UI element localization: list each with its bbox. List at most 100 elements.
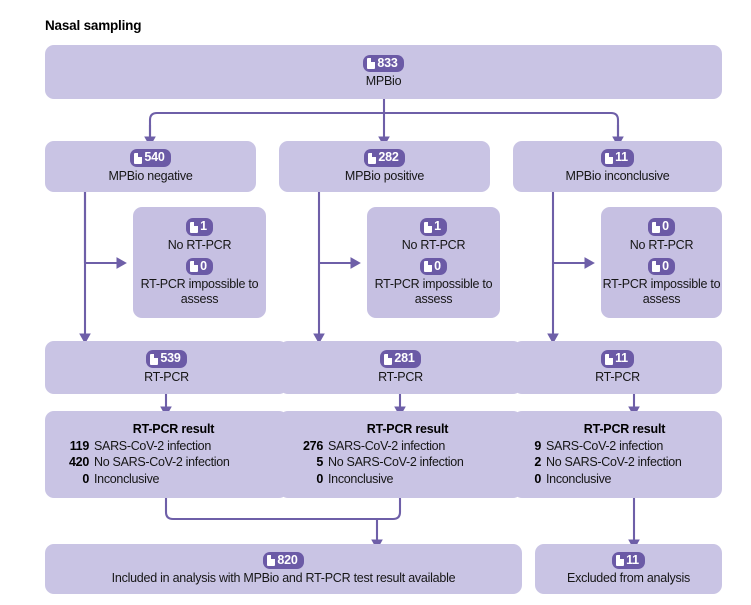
node-rtpcr-mid: 281 RT-PCR (279, 341, 522, 394)
result-count: 5 (316, 455, 323, 470)
count-value: 0 (200, 258, 207, 273)
result-label: No SARS-CoV-2 infection (546, 455, 682, 470)
count-badge: 11 (601, 149, 634, 167)
count-value: 539 (160, 351, 181, 366)
node-label: MPBio positive (344, 168, 425, 183)
count-value: 281 (394, 351, 415, 366)
result-rows: 119 SARS-CoV-2 infection 420 No SARS-CoV… (59, 438, 230, 487)
document-icon (605, 353, 614, 365)
count-badge: 0 (420, 257, 447, 276)
result-row: 119 SARS-CoV-2 infection (59, 438, 230, 454)
document-icon (652, 221, 661, 233)
node-label: RT-PCR (144, 369, 189, 384)
result-row: 5 No SARS-CoV-2 infection (293, 454, 464, 470)
result-title: RT-PCR result (132, 422, 215, 437)
node-label: Included in analysis with MPBio and RT-P… (111, 571, 456, 586)
result-title: RT-PCR result (583, 422, 666, 437)
node-exclusion-left: 1 No RT-PCR 0 RT-PCR impossible to asses… (133, 207, 266, 318)
node-label: MPBio (365, 74, 402, 89)
node-label-no-rtpcr: No RT-PCR (401, 237, 466, 252)
document-icon (190, 221, 199, 233)
node-mpbio-positive: 282 MPBio positive (279, 141, 490, 192)
document-icon (384, 353, 393, 365)
document-icon (424, 260, 433, 272)
node-result-left: RT-PCR result 119 SARS-CoV-2 infection 4… (45, 411, 288, 498)
wire-merge-mid (377, 498, 402, 521)
node-mpbio-negative: 540 MPBio negative (45, 141, 256, 192)
node-label-no-rtpcr: No RT-PCR (167, 237, 232, 252)
node-label: RT-PCR (378, 369, 423, 384)
count-value: 11 (615, 150, 628, 165)
result-count: 276 (303, 439, 323, 454)
section-title: Nasal sampling (45, 18, 142, 33)
document-icon (150, 353, 159, 365)
result-label: Inconclusive (94, 471, 160, 486)
node-label-no-rtpcr: No RT-PCR (629, 237, 694, 252)
node-label: Excluded from analysis (566, 571, 691, 586)
count-value: 11 (615, 351, 628, 366)
result-label: SARS-CoV-2 infection (328, 439, 445, 454)
count-value: 282 (378, 150, 399, 165)
document-icon (367, 58, 376, 70)
document-icon (424, 221, 433, 233)
document-icon (190, 260, 199, 272)
count-value: 0 (662, 219, 669, 234)
document-icon (368, 152, 377, 164)
result-row: 0 Inconclusive (293, 471, 464, 487)
result-row: 9 SARS-CoV-2 infection (527, 438, 682, 454)
result-label: No SARS-CoV-2 infection (328, 455, 464, 470)
result-label: SARS-CoV-2 infection (546, 439, 663, 454)
wire-root-split (148, 111, 620, 140)
node-exclusion-right: 0 No RT-PCR 0 RT-PCR impossible to asses… (601, 207, 722, 318)
node-rtpcr-left: 539 RT-PCR (45, 341, 288, 394)
result-label: No SARS-CoV-2 infection (94, 455, 230, 470)
count-badge: 281 (380, 350, 421, 368)
node-included: 820 Included in analysis with MPBio and … (45, 544, 522, 594)
count-value: 820 (277, 552, 298, 567)
count-badge: 539 (146, 350, 187, 368)
count-badge: 540 (130, 149, 171, 167)
count-value: 833 (377, 55, 398, 70)
node-excluded: 11 Excluded from analysis (535, 544, 722, 594)
result-count: 0 (316, 471, 323, 486)
node-rtpcr-right: 11 RT-PCR (513, 341, 722, 394)
result-row: 420 No SARS-CoV-2 infection (59, 454, 230, 470)
document-icon (134, 152, 143, 164)
result-row: 0 Inconclusive (527, 471, 682, 487)
result-count: 0 (82, 471, 89, 486)
result-row: 2 No SARS-CoV-2 infection (527, 454, 682, 470)
result-label: SARS-CoV-2 infection (94, 439, 211, 454)
node-label: RT-PCR (595, 369, 640, 384)
node-result-mid: RT-PCR result 276 SARS-CoV-2 infection 5… (279, 411, 522, 498)
node-label-impossible: RT-PCR impossible to assess (140, 277, 259, 306)
count-badge: 11 (601, 350, 634, 368)
count-value: 540 (144, 150, 165, 165)
count-badge: 0 (186, 257, 213, 276)
node-mpbio-inconclusive: 11 MPBio inconclusive (513, 141, 722, 192)
count-value: 1 (434, 219, 441, 234)
result-count: 2 (534, 455, 541, 470)
count-badge: 1 (420, 218, 447, 236)
result-rows: 9 SARS-CoV-2 infection 2 No SARS-CoV-2 i… (527, 438, 682, 487)
count-badge: 11 (612, 551, 645, 570)
result-title: RT-PCR result (366, 422, 449, 437)
result-count: 420 (69, 455, 89, 470)
result-label: Inconclusive (328, 471, 394, 486)
node-result-right: RT-PCR result 9 SARS-CoV-2 infection 2 N… (513, 411, 722, 498)
count-badge: 282 (364, 149, 405, 167)
document-icon (267, 555, 276, 567)
document-icon (605, 152, 614, 164)
node-label: MPBio inconclusive (565, 168, 670, 183)
count-value: 1 (200, 219, 207, 234)
count-badge: 0 (648, 257, 675, 276)
result-rows: 276 SARS-CoV-2 infection 5 No SARS-CoV-2… (293, 438, 464, 487)
count-badge: 1 (186, 218, 213, 236)
document-icon (652, 260, 661, 272)
result-row: 276 SARS-CoV-2 infection (293, 438, 464, 454)
node-exclusion-mid: 1 No RT-PCR 0 RT-PCR impossible to asses… (367, 207, 500, 318)
result-label: Inconclusive (546, 471, 612, 486)
count-value: 11 (626, 552, 639, 567)
node-label: MPBio negative (108, 168, 193, 183)
count-badge: 0 (648, 218, 675, 236)
